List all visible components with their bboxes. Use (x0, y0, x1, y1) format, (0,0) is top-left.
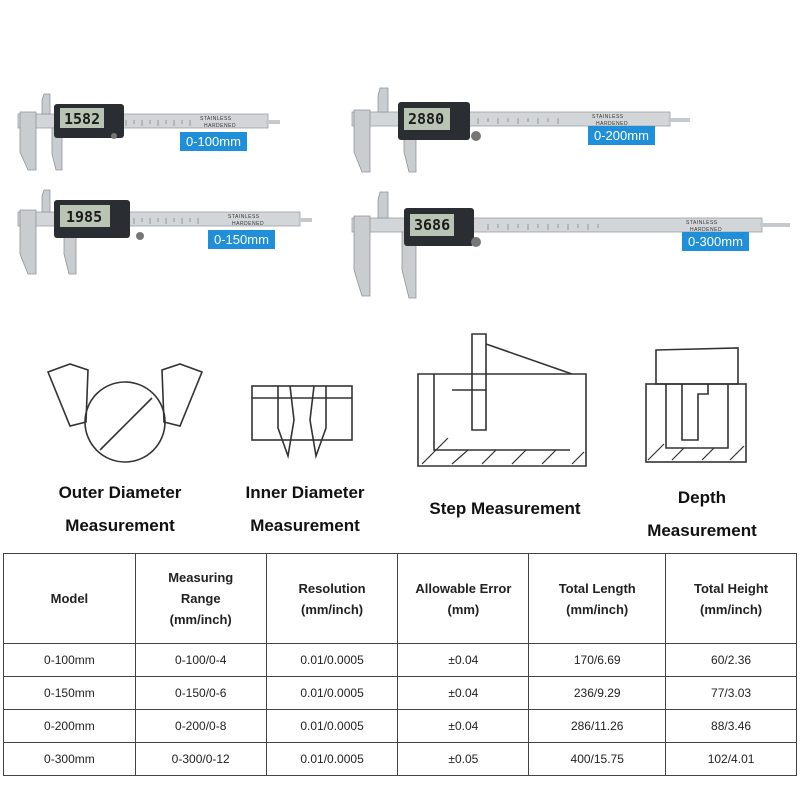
cell-model: 0-150mm (3, 676, 136, 710)
cell-error: ±0.04 (397, 643, 530, 677)
stamp-stainless: STAINLESS (200, 116, 232, 122)
depth-measurement-diagram (642, 340, 752, 466)
table-row: 0-150mm 0-150/0-6 0.01/0.0005 ±0.04 236/… (3, 676, 797, 710)
cell-length: 400/15.75 (528, 742, 667, 776)
range-badge: 0-300mm (682, 232, 749, 251)
step-measurement-diagram (412, 330, 592, 470)
caliper-0-100mm: 1582 STAINLESS HARDENED 0-100mm (14, 92, 284, 172)
cell-model: 0-300mm (3, 742, 136, 776)
cell-range: 0-200/0-8 (134, 709, 267, 743)
method-label-inner-diameter: Inner Diameter Measurement (225, 476, 385, 542)
header-measuring-range: Measuring Range (mm/inch) (134, 553, 267, 644)
header-allowable-error: Allowable Error (mm) (397, 553, 530, 644)
cell-length: 170/6.69 (528, 643, 667, 677)
cell-height: 60/2.36 (665, 643, 797, 677)
caliper-graphic: 2880 STAINLESS HARDENED (351, 87, 690, 173)
stamp-stainless: STAINLESS (228, 214, 260, 220)
caliper-graphic: 1582 STAINLESS HARDENED (17, 93, 280, 171)
table-row: 0-200mm 0-200/0-8 0.01/0.0005 ±0.04 286/… (3, 709, 797, 743)
inner-diameter-diagram (248, 380, 358, 460)
cell-range: 0-150/0-6 (134, 676, 267, 710)
method-label-line2: Measurement (65, 516, 175, 535)
header-total-height: Total Height (mm/inch) (665, 553, 797, 644)
header-model: Model (3, 553, 136, 644)
caliper-graphic: 3686 STAINLESS HARDENED (351, 191, 790, 299)
caliper-display-reading: 2880 (408, 110, 444, 128)
method-label-line2: Measurement (647, 521, 757, 540)
outer-diameter-diagram (40, 360, 210, 470)
cell-length: 236/9.29 (528, 676, 667, 710)
table-header-row: Model Measuring Range (mm/inch) Resoluti… (3, 553, 797, 644)
cell-error: ±0.04 (397, 709, 530, 743)
method-label-depth: Depth Measurement (622, 481, 782, 547)
cell-resolution: 0.01/0.0005 (265, 742, 399, 776)
cell-error: ±0.05 (397, 742, 530, 776)
stamp-hardened: HARDENED (596, 121, 628, 127)
stamp-hardened: HARDENED (690, 227, 722, 233)
cell-height: 88/3.46 (665, 709, 797, 743)
caliper-graphic: 1985 STAINLESS HARDENED (17, 189, 312, 275)
caliper-0-150mm: 1985 STAINLESS HARDENED 0-150mm (14, 188, 314, 278)
cell-range: 0-300/0-12 (134, 742, 267, 776)
stamp-stainless: STAINLESS (592, 114, 624, 120)
step-measurement-icon (417, 333, 587, 467)
range-badge: 0-200mm (588, 126, 655, 145)
stamp-hardened: HARDENED (204, 123, 236, 129)
stamp-hardened: HARDENED (232, 221, 264, 227)
header-resolution: Resolution (mm/inch) (265, 553, 399, 644)
caliper-display-reading: 1985 (66, 208, 102, 226)
caliper-0-200mm: 2880 STAINLESS HARDENED 0-200mm (348, 86, 698, 176)
inner-diameter-icon (251, 385, 353, 460)
range-badge: 0-100mm (180, 132, 247, 151)
cell-model: 0-200mm (3, 709, 136, 743)
caliper-display-reading: 3686 (414, 216, 450, 234)
stamp-stainless: STAINLESS (686, 220, 718, 226)
table-row: 0-300mm 0-300/0-12 0.01/0.0005 ±0.05 400… (3, 742, 797, 776)
method-label-line1: Inner Diameter (245, 483, 365, 502)
table-row: 0-100mm 0-100/0-4 0.01/0.0005 ±0.04 170/… (3, 643, 797, 677)
outer-diameter-icon (46, 363, 204, 463)
method-label-line1: Outer Diameter (58, 483, 182, 502)
cell-resolution: 0.01/0.0005 (265, 643, 399, 677)
caliper-display-reading: 1582 (64, 110, 100, 128)
caliper-0-300mm: 3686 STAINLESS HARDENED 0-300mm (348, 190, 798, 300)
cell-resolution: 0.01/0.0005 (265, 709, 399, 743)
cell-resolution: 0.01/0.0005 (265, 676, 399, 710)
header-total-length: Total Length (mm/inch) (528, 553, 667, 644)
depth-measurement-icon (645, 347, 747, 463)
method-label-step: Step Measurement (410, 492, 600, 525)
cell-range: 0-100/0-4 (134, 643, 267, 677)
method-label-line1: Depth (677, 488, 727, 507)
cell-height: 77/3.03 (665, 676, 797, 710)
cell-model: 0-100mm (3, 643, 136, 677)
spec-table: Model Measuring Range (mm/inch) Resoluti… (3, 553, 797, 776)
cell-height: 102/4.01 (665, 742, 797, 776)
cell-length: 286/11.26 (528, 709, 667, 743)
range-badge: 0-150mm (208, 230, 275, 249)
method-label-line1: Step Measurement (429, 499, 581, 518)
cell-error: ±0.04 (397, 676, 530, 710)
method-label-outer-diameter: Outer Diameter Measurement (40, 476, 200, 542)
method-label-line2: Measurement (250, 516, 360, 535)
